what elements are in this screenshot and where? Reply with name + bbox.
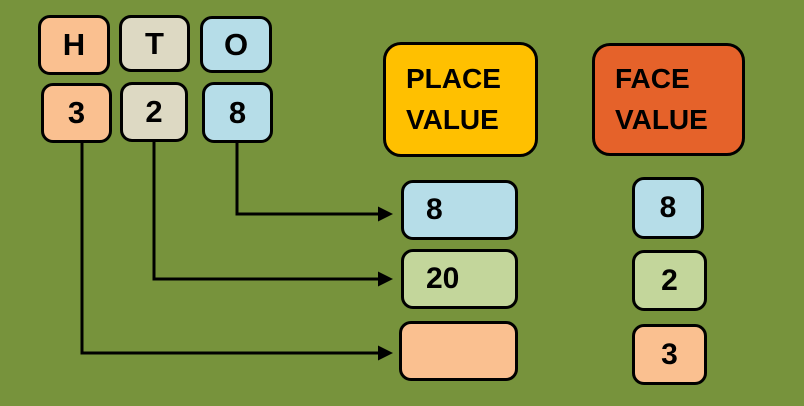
digit-hundreds-3: 3 (41, 83, 112, 143)
place-value-header-line2: VALUE (406, 103, 499, 135)
face-value-row-3: 3 (632, 324, 707, 385)
face-value-header: FACE VALUE (592, 43, 745, 156)
digit-tens-2: 2 (120, 82, 188, 142)
digit-ones-8: 8 (202, 82, 273, 143)
column-header-tens: T (119, 15, 190, 72)
place-value-row-2: 20 (401, 249, 518, 309)
arrow-ones-to-place-value-icon (235, 143, 393, 222)
place-value-header: PLACE VALUE (383, 42, 538, 157)
column-header-ones: O (200, 16, 272, 73)
arrow-hundreds-to-place-value-icon (80, 143, 393, 361)
face-value-row-1: 8 (632, 177, 704, 239)
arrow-tens-to-place-value-icon (152, 142, 393, 287)
face-value-row-2: 2 (632, 250, 707, 311)
column-header-hundreds: H (38, 15, 110, 75)
face-value-header-line1: FACE (615, 62, 690, 94)
place-value-row-3-blank (399, 321, 518, 381)
place-value-header-line1: PLACE (406, 62, 501, 94)
face-value-header-line2: VALUE (615, 103, 708, 135)
place-value-row-1: 8 (401, 180, 518, 240)
